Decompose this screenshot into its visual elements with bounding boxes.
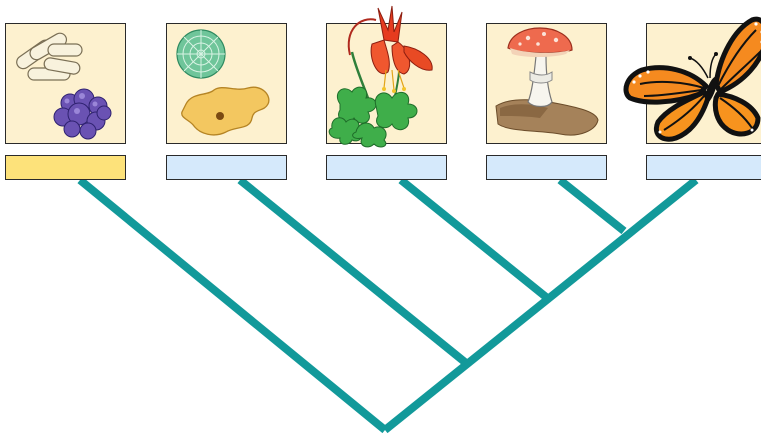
taxon-panel-bacteria [6,24,126,144]
taxon-panel-animals [626,19,761,143]
label-box-bacteria [6,156,126,180]
branch-bacteria [80,180,385,430]
label-box-protists [167,156,287,180]
label-box-fungi [487,156,607,180]
branch-eukaryote-root [385,180,696,430]
label-box-plants [327,156,447,180]
taxon-panel-protists [167,24,287,144]
taxon-panel-fungi [487,24,607,144]
taxon-label-boxes [6,156,761,180]
label-box-animals [647,156,761,180]
tree-branches [80,180,696,430]
branch-plants [401,180,546,297]
taxon-panel-plants [327,6,447,147]
branch-fungi [560,180,624,231]
